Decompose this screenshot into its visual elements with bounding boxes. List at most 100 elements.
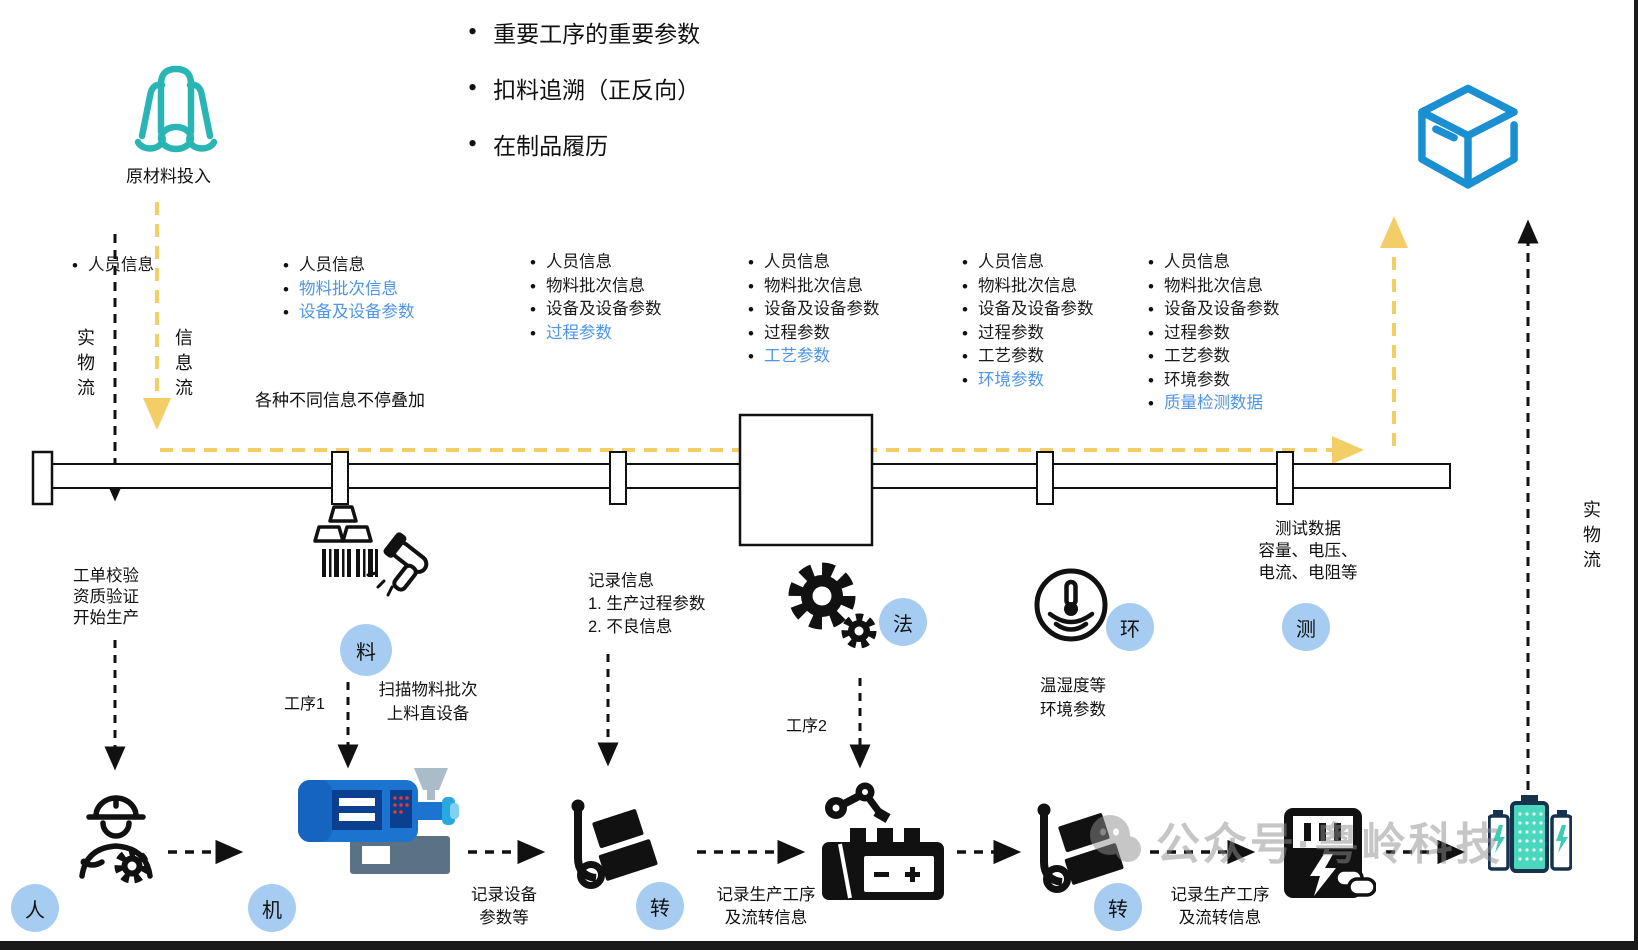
timeline-process-box [738, 413, 874, 547]
column-item: 设备及设备参数 [764, 300, 880, 318]
timeline-tick [331, 451, 349, 505]
bullet-icon: • [748, 253, 754, 272]
column-item: 人员信息 [546, 253, 612, 271]
material-scan-icon [312, 503, 444, 605]
environment-icon [1032, 566, 1110, 644]
meter-icon [1280, 806, 1376, 902]
bullet-icon: • [1148, 253, 1154, 272]
info-flow-label: 信息流 [175, 328, 193, 398]
bullet-icon: • [1148, 300, 1154, 319]
bullet-icon: • [72, 256, 78, 275]
transfer2-badge: 转 [1094, 883, 1142, 931]
column-item: 物料批次信息 [546, 276, 645, 295]
environment-badge: 环 [1106, 603, 1154, 651]
bullet-icon: • [748, 347, 754, 366]
environment-note: 温湿度等 环境参数 [1040, 677, 1106, 719]
column-item: 设备及设备参数 [546, 300, 662, 318]
column-item: 工艺参数 [764, 347, 830, 365]
watermark: 公众号·粤岭科技 [1086, 808, 1503, 872]
transfer1-badge: 转 [636, 882, 684, 930]
raw-materials-icon [126, 60, 226, 164]
info-column-2: •人员信息 •物料批次信息 •设备及设备参数 [283, 254, 415, 325]
column-item: 人员信息 [88, 256, 154, 274]
header-bullet-item: • 重要工序的重要参数 [468, 12, 700, 52]
bullet-icon: • [962, 300, 968, 319]
bullet-icon: • [1148, 347, 1154, 366]
physical-flow-label-left: 实物流 [77, 328, 95, 398]
record-info-note: 记录信息 1. 生产过程参数 2. 不良信息 [588, 572, 706, 636]
header-bullet-item: • 扣料追溯（正反向） [468, 68, 700, 108]
column-item: 工艺参数 [978, 347, 1044, 365]
product-cube-icon [1412, 82, 1524, 202]
column-item: 质量检测数据 [1164, 394, 1263, 412]
process1-label: 工序1 [284, 696, 325, 713]
battery-assembly-icon [820, 780, 947, 904]
method-gears-icon [786, 558, 880, 650]
info-column-6: •人员信息 •物料批次信息 •设备及设备参数 •过程参数 •工艺参数 •环境参数… [1148, 251, 1280, 416]
bullet-icon: • [1148, 323, 1154, 343]
material-badge: 料 [340, 624, 392, 676]
info-column-1: • 人员信息 [72, 254, 154, 278]
bullet-icon: • [962, 347, 968, 366]
header-bullet-text: 在制品履历 [493, 134, 609, 159]
column-item: 过程参数 [764, 323, 830, 342]
column-item: 物料批次信息 [1164, 276, 1263, 295]
bullet-icon: • [748, 276, 754, 296]
method-badge: 法 [879, 598, 927, 646]
column-item: 设备及设备参数 [978, 300, 1094, 318]
timeline-tick [1036, 451, 1054, 505]
timeline-left-cap [31, 450, 54, 506]
info-column-5: •人员信息 •物料批次信息 •设备及设备参数 •过程参数 •工艺参数 •环境参数 [962, 251, 1094, 392]
info-column-3: •人员信息 •物料批次信息 •设备及设备参数 •过程参数 [530, 251, 662, 345]
column-item: 工艺参数 [1164, 347, 1230, 365]
scan-note: 扫描物料批次 上料直设备 [378, 681, 478, 723]
header-bullet-text: 扣料追溯（正反向） [493, 78, 701, 103]
bullet-icon: • [748, 323, 754, 343]
column-item: 设备及设备参数 [299, 303, 415, 321]
bullet-icon: • [530, 300, 536, 319]
watermark-text: 公众号·粤岭科技 [1156, 820, 1503, 869]
molding-machine-icon [298, 760, 460, 882]
watermark-logo-icon [1086, 811, 1144, 869]
test-data-note: 测试数据 容量、电压、 电流、电阻等 [1258, 520, 1358, 582]
timeline-tick [609, 451, 627, 505]
transfer1-note: 记录生产工序 及流转信息 [716, 886, 816, 927]
column-item: 过程参数 [1164, 323, 1230, 342]
column-item: 环境参数 [1164, 370, 1230, 389]
bullet-icon: • [962, 276, 968, 296]
battery-product-icon [1488, 794, 1572, 880]
column-item: 人员信息 [764, 253, 830, 271]
worker-icon [76, 786, 156, 886]
column-item: 过程参数 [546, 323, 612, 342]
bullet-icon: • [748, 300, 754, 319]
bullet-icon: • [962, 323, 968, 343]
bullet-icon: • [283, 279, 289, 299]
bullet-icon: • [468, 73, 478, 102]
bullet-icon: • [1148, 370, 1154, 390]
bullet-icon: • [1148, 276, 1154, 296]
machine-badge: 机 [248, 884, 296, 932]
station-validate-note: 工单校验 资质验证 开始生产 [73, 567, 139, 627]
bullet-icon: • [962, 253, 968, 272]
bottom-border-bar [0, 941, 1638, 950]
bullet-icon: • [1148, 394, 1154, 413]
physical-flow-label-right: 实物流 [1583, 500, 1601, 570]
raw-material-label: 原材料投入 [126, 167, 211, 186]
bullet-icon: • [468, 129, 478, 158]
person-badge: 人 [11, 884, 59, 932]
process2-label: 工序2 [786, 718, 827, 735]
column-item: 人员信息 [978, 253, 1044, 271]
timeline-tick [1276, 451, 1294, 505]
column-item: 环境参数 [978, 370, 1044, 389]
info-column-4: •人员信息 •物料批次信息 •设备及设备参数 •过程参数 •工艺参数 [748, 251, 880, 369]
column-item: 物料批次信息 [299, 279, 398, 298]
trolley1-icon [566, 796, 660, 890]
header-bullet-list: • 重要工序的重要参数 • 扣料追溯（正反向） • 在制品履历 [468, 12, 700, 180]
column-item: 设备及设备参数 [1164, 300, 1280, 318]
bullet-icon: • [530, 276, 536, 296]
test-badge: 测 [1282, 603, 1330, 651]
transfer2-note: 记录生产工序 及流转信息 [1170, 886, 1270, 927]
bullet-icon: • [468, 17, 478, 46]
